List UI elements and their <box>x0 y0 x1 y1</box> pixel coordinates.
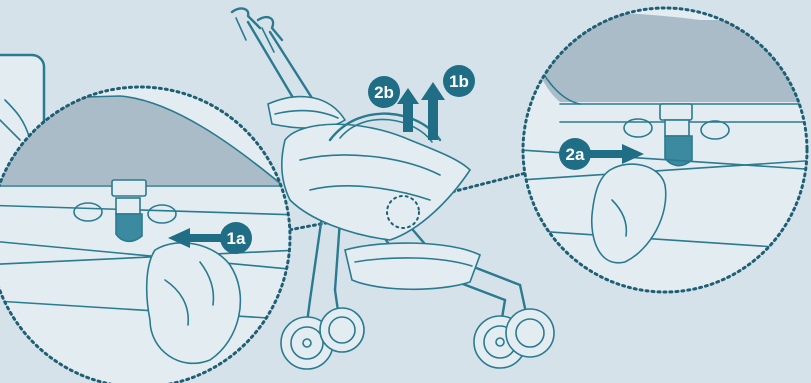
step-label-1b: 1b <box>449 72 469 91</box>
step-label-1a: 1a <box>227 229 246 248</box>
arrow-up-2b-icon <box>397 88 419 132</box>
detail-circle-right: 2a <box>520 8 811 292</box>
arrow-up-1b-icon <box>421 82 445 140</box>
step-label-2b: 2b <box>374 83 394 102</box>
wheel <box>506 309 554 357</box>
badge-1a: 1a <box>220 222 252 254</box>
step-label-2a: 2a <box>566 145 585 164</box>
badge-2a: 2a <box>559 138 591 170</box>
wheel <box>320 308 364 352</box>
detail-circle-left: 1a <box>0 87 300 383</box>
badge-2b: 2b <box>368 76 400 108</box>
badge-1b: 1b <box>443 65 475 97</box>
